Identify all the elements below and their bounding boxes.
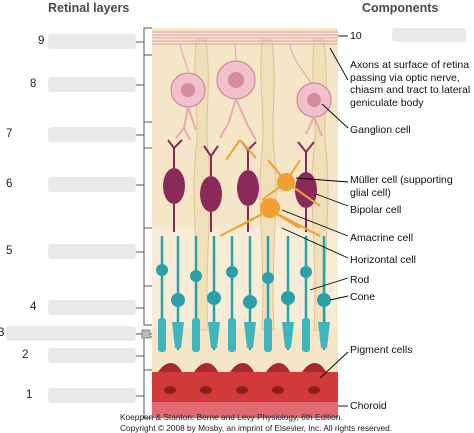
leader-lines [281, 35, 349, 407]
choroid-label: Choroid [350, 400, 387, 412]
cone-label: Cone [350, 291, 376, 303]
layer-8-answer-blank[interactable] [48, 77, 136, 92]
component-10-answer-blank[interactable] [392, 28, 466, 42]
horizontal-cell-label: Horizontal cell [350, 254, 416, 266]
layer-1-number: 1 [26, 389, 33, 401]
layer-1-answer-blank[interactable] [48, 388, 136, 403]
photoreceptors [156, 236, 331, 352]
retinal-layers-header: Retinal layers [48, 1, 130, 15]
layer-7-answer-blank[interactable] [48, 127, 136, 142]
component-10-label: 10 [350, 30, 362, 42]
rod-label: Rod [350, 274, 370, 286]
layer-6-answer-blank[interactable] [48, 177, 136, 192]
axon-fibres [152, 31, 338, 85]
ganglion-cells [170, 60, 332, 141]
layer-5-number: 5 [6, 245, 13, 257]
layer-9-number: 9 [38, 35, 45, 47]
pigment-cells-label: Pigment cells [350, 344, 413, 356]
axons-label: Axons at surface of retina passing via o… [350, 59, 471, 109]
credit-line-1: Koeppen & Stanton: Berne and Levy Physio… [120, 412, 343, 422]
layer-4-answer-blank[interactable] [48, 300, 136, 315]
layer-8-number: 8 [30, 78, 37, 90]
choroid-layer [152, 402, 338, 418]
layer-9-answer-blank[interactable] [48, 34, 136, 49]
muller-cell-label: Müller cell (supporting glial cell) [350, 174, 453, 199]
layer-5-answer-blank[interactable] [48, 244, 136, 259]
layer-3-number: 3 [0, 327, 5, 339]
layer-3-answer-blank[interactable] [6, 326, 136, 341]
layer-7-number: 7 [6, 128, 13, 140]
pigment-cells [152, 363, 338, 402]
ganglion-cell-label: Ganglion cell [350, 124, 411, 136]
bipolar-cells [163, 139, 317, 232]
amacrine-cell-label: Amacrine cell [350, 232, 414, 244]
bipolar-cell-label: Bipolar cell [350, 204, 402, 216]
orange-cells [219, 139, 321, 237]
layer-brackets [136, 27, 152, 419]
credit-line-2: Copyright © 2008 by Mosby, an imprint of… [120, 423, 393, 433]
components-header: Components [362, 1, 439, 15]
layer-4-number: 4 [30, 301, 37, 313]
layer-6-number: 6 [6, 178, 13, 190]
layer-2-answer-blank[interactable] [48, 348, 136, 363]
layer-2-number: 2 [22, 349, 29, 361]
